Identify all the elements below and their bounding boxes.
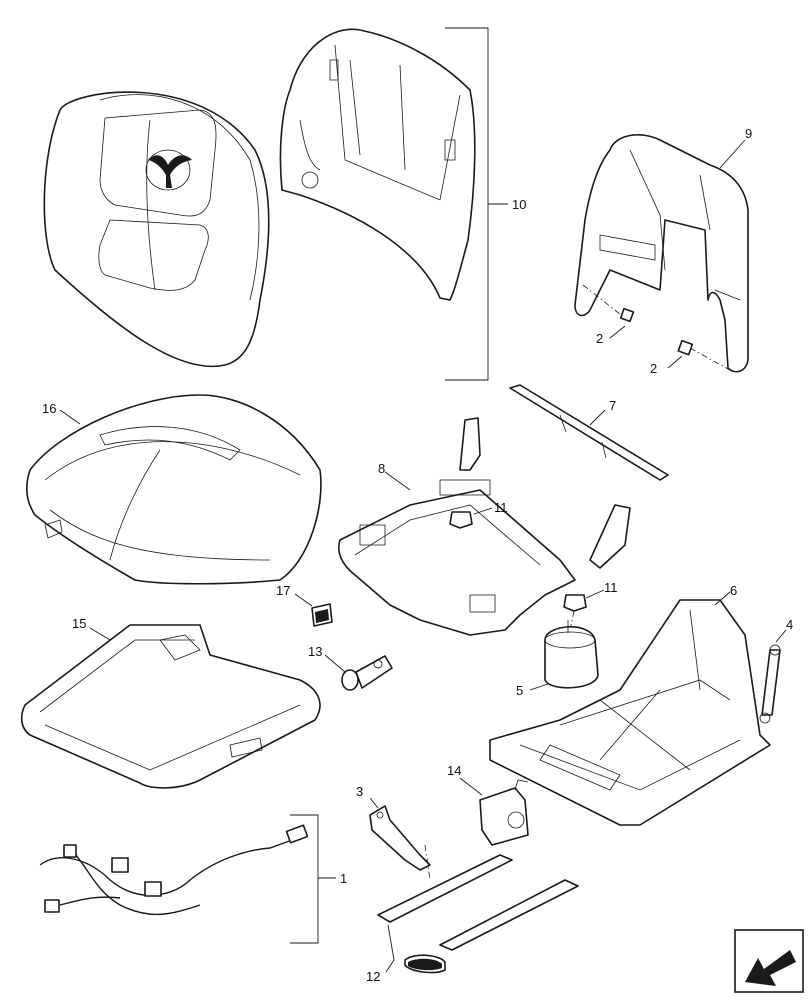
callout-6: 6 xyxy=(730,583,737,598)
seat-cushion[interactable] xyxy=(25,394,322,585)
callout-11b: 11 xyxy=(604,580,618,595)
suspension-base-6[interactable] xyxy=(489,599,771,826)
screw-2a[interactable] xyxy=(582,284,635,323)
callout-16: 16 xyxy=(42,401,56,416)
seat-pan-frame[interactable] xyxy=(20,624,321,789)
backrest-frame[interactable] xyxy=(574,134,749,373)
slide-rails-12[interactable] xyxy=(377,844,579,974)
bracket-1 xyxy=(290,814,319,944)
callout-10: 10 xyxy=(512,197,526,212)
pivot-rod[interactable] xyxy=(509,384,669,481)
gas-strut-4[interactable] xyxy=(759,644,781,724)
callout-4: 4 xyxy=(786,617,793,632)
callout-12: 12 xyxy=(366,969,380,984)
eagle-emblem-icon xyxy=(145,149,192,191)
backrest-shell[interactable] xyxy=(279,28,476,301)
latch-bracket-3[interactable] xyxy=(369,805,431,871)
callout-14: 14 xyxy=(447,763,461,778)
callout-2a: 2 xyxy=(596,331,603,346)
callout-11a: 11 xyxy=(494,500,508,515)
callout-1: 1 xyxy=(340,871,347,886)
callout-17: 17 xyxy=(276,583,290,598)
callout-13: 13 xyxy=(308,644,322,659)
callout-7: 7 xyxy=(609,398,616,413)
callout-2b: 2 xyxy=(650,361,657,376)
callout-5: 5 xyxy=(516,683,523,698)
screw-2b[interactable] xyxy=(677,339,731,371)
seat-frame[interactable] xyxy=(338,417,631,636)
nav-arrow-button[interactable] xyxy=(734,929,804,993)
adjuster-knob-13[interactable] xyxy=(341,655,393,691)
backrest-cushion[interactable] xyxy=(43,91,270,368)
switch-17[interactable] xyxy=(311,603,333,627)
wiring-harness-1[interactable] xyxy=(39,824,309,916)
callout-15: 15 xyxy=(72,616,86,631)
lumbar-motor-14[interactable] xyxy=(479,779,529,846)
nut-11a[interactable] xyxy=(449,511,473,529)
arrow-down-left-icon xyxy=(745,950,796,986)
callout-8: 8 xyxy=(378,461,385,476)
callout-9: 9 xyxy=(745,126,752,141)
damper-5[interactable] xyxy=(544,620,599,689)
callout-3: 3 xyxy=(356,784,363,799)
nut-11b[interactable] xyxy=(563,594,587,641)
